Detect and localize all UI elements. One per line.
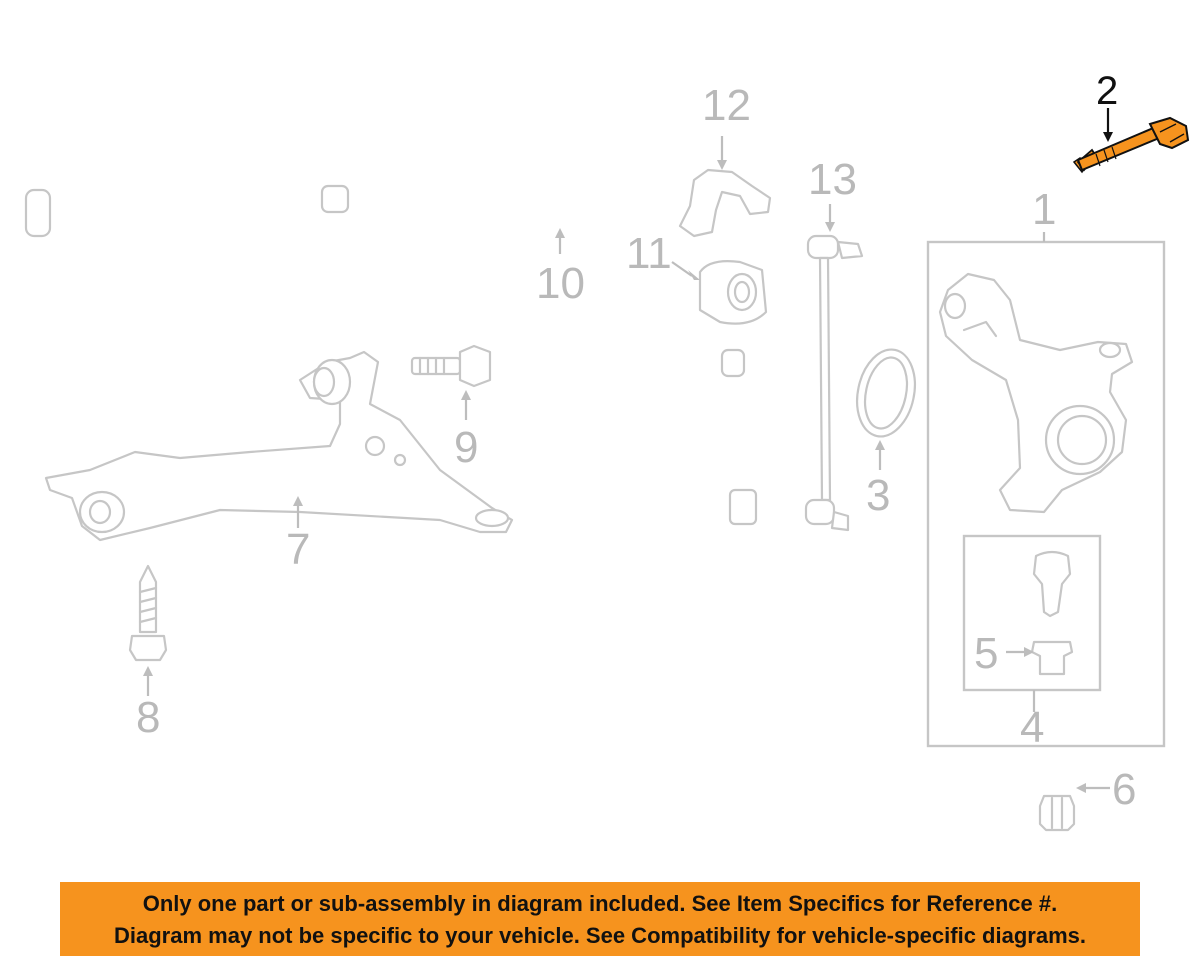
knuckle-assembly-box [926, 240, 1166, 748]
bolt-8 [128, 564, 168, 662]
disclaimer-line-1: Only one part or sub-assembly in diagram… [142, 891, 1058, 916]
parts-diagram: 1 2 3 4 5 6 7 8 9 10 11 12 13 [22, 69, 1190, 832]
callout-8: 8 [136, 693, 160, 742]
callout-6: 6 [1112, 765, 1136, 814]
callout-13: 13 [808, 155, 857, 204]
leader-arrows [143, 108, 1113, 793]
disclaimer-line-2: Diagram may not be specific to your vehi… [114, 923, 1086, 948]
callout-labels: 1 2 3 4 5 6 7 8 9 10 11 12 13 [136, 69, 1136, 814]
ball-joint-box [962, 534, 1102, 692]
disclaimer-banner: Only one part or sub-assembly in diagram… [60, 882, 1140, 956]
callout-4: 4 [1020, 703, 1044, 752]
highlighted-bolt [1072, 116, 1190, 174]
ball-joint [1030, 550, 1074, 676]
callout-5: 5 [974, 629, 998, 678]
callout-2: 2 [1096, 69, 1118, 113]
stabilizer-bushing [698, 260, 768, 325]
callout-7: 7 [286, 525, 310, 574]
callout-11: 11 [626, 229, 672, 278]
bolt-9 [410, 344, 492, 388]
callout-3: 3 [866, 471, 890, 520]
callout-12: 12 [702, 81, 751, 130]
callout-9: 9 [454, 423, 478, 472]
nut-6 [1038, 794, 1076, 832]
stabilizer-link [804, 234, 864, 532]
steering-knuckle [938, 272, 1134, 514]
bushing-bracket [678, 168, 772, 238]
snap-ring [856, 348, 916, 438]
stabilizer-bar [22, 174, 784, 526]
callout-1: 1 [1032, 185, 1056, 234]
callout-10: 10 [536, 259, 585, 308]
lower-control-arm [44, 350, 514, 542]
